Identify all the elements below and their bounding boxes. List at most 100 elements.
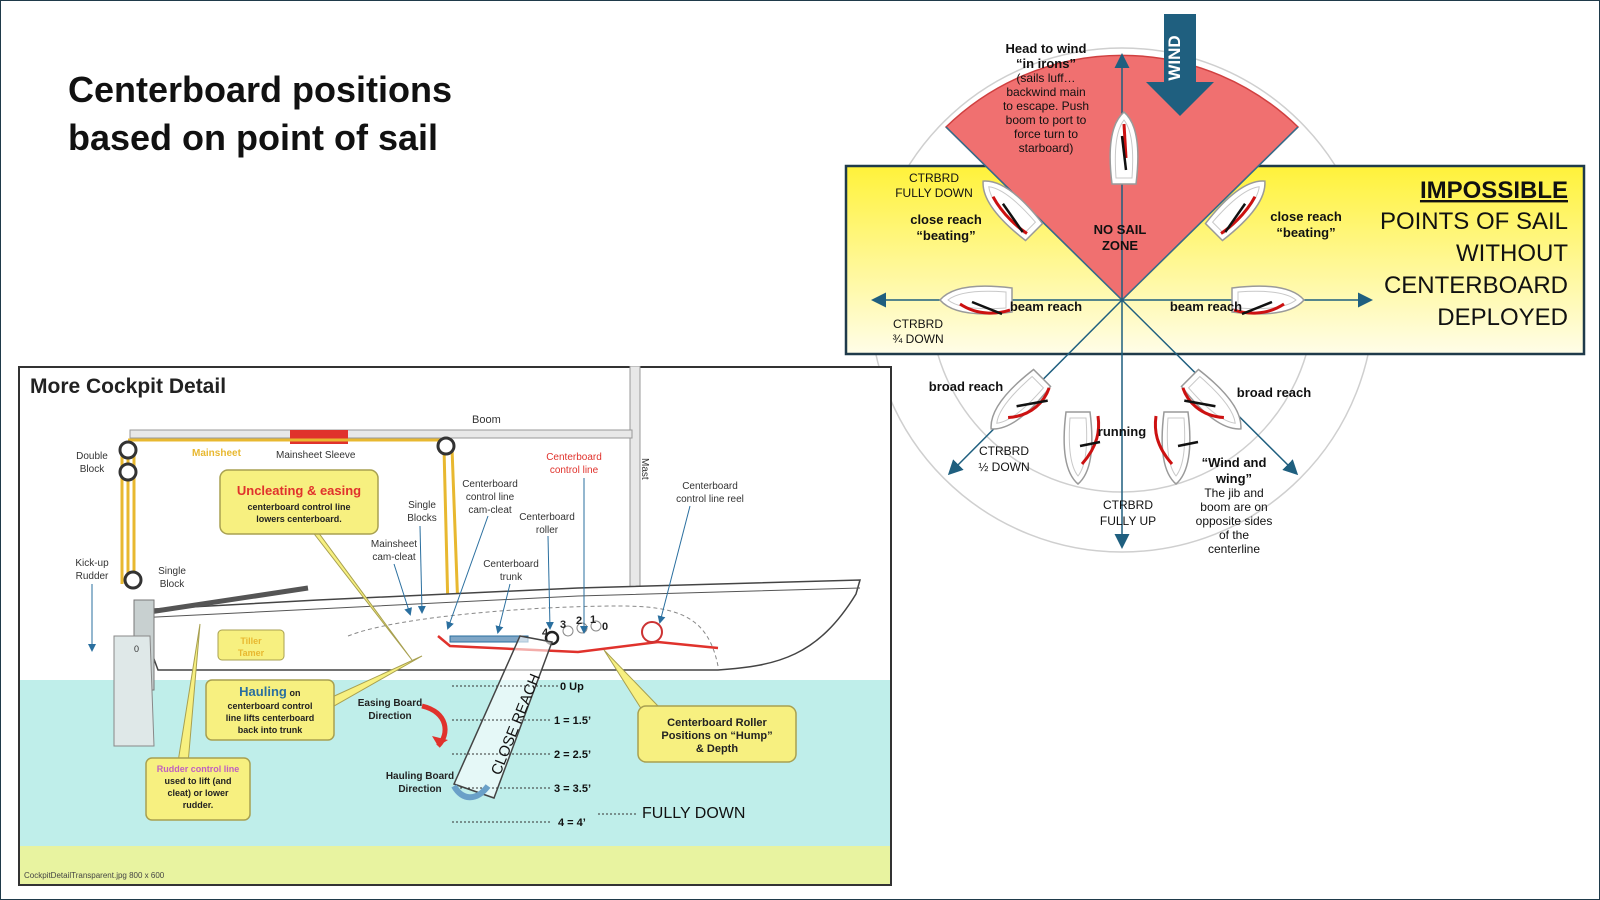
- mainsheet-sleeve-label: Mainsheet Sleeve: [276, 450, 356, 461]
- wind-and-wing-description: The jib and boom are on opposite sides o…: [1196, 486, 1273, 556]
- roller-position-2: 2: [576, 615, 582, 627]
- ctrbrd-fully-down-line: FULLY DOWN: [895, 186, 973, 200]
- tiller-tamer-box: [217, 629, 285, 661]
- head-to-wind-line: boom to port to: [1006, 113, 1087, 127]
- single-blocks-line: Single: [408, 500, 436, 511]
- wind-and-wing-line: wing”: [1215, 471, 1252, 486]
- kickup-rudder-line: Kick-up: [75, 558, 109, 569]
- hauling-desc-line: centerboard control: [227, 701, 312, 711]
- hauling-direction-arrow-icon: [451, 784, 491, 801]
- single-blocks-leader: [417, 525, 426, 614]
- centerboard-control-line: [437, 635, 719, 654]
- roller-note-line: Centerboard Roller: [667, 717, 767, 729]
- image-caption: CockpitDetailTransparent.jpg 800 x 600: [24, 871, 165, 880]
- rudder-control-desc-line: cleat) or lower: [167, 788, 229, 798]
- easing-direction-line: Easing Board: [358, 698, 422, 709]
- centerboard-trunk: [449, 635, 529, 643]
- uncleating-callout: [219, 469, 379, 535]
- wind-and-wing-desc-line: The jib and: [1204, 486, 1263, 500]
- control-line-reel-icon: [641, 621, 663, 643]
- boat-broad-reach-right-icon: [1179, 367, 1252, 440]
- no-sail-zone-line: NO SAIL: [1094, 222, 1147, 237]
- mainsheet-camcleat-line: Mainsheet: [371, 539, 417, 550]
- rudder-control-callout: [145, 757, 251, 821]
- title-line-1: Centerboard positions: [68, 69, 453, 110]
- fully-down-label: FULLY DOWN: [642, 805, 745, 822]
- cb-trunk-line: trunk: [500, 572, 523, 583]
- rudder-blade: [113, 635, 155, 747]
- wind-and-wing-desc-line: centerline: [1208, 542, 1260, 556]
- single-block-line: Block: [160, 579, 185, 590]
- cb-trunk-line: Centerboard: [483, 559, 539, 570]
- head-to-wind-line: “in irons”: [1016, 56, 1076, 71]
- cb-control-camcleat-line: cam-cleat: [468, 505, 512, 516]
- gunwale: [135, 587, 861, 619]
- head-to-wind-line: to escape. Push: [1003, 99, 1089, 113]
- ctrbrd-fully-up-line: FULLY UP: [1100, 514, 1156, 528]
- ctrbrd-fully-up-line: CTRBRD: [1103, 498, 1153, 512]
- boat-running-left-icon: [1063, 411, 1101, 485]
- kickup-rudder-line: Rudder: [76, 571, 109, 582]
- head-to-wind-line: starboard): [1019, 141, 1074, 155]
- head-to-wind-line: backwind main: [1006, 85, 1085, 99]
- impossible-heading: IMPOSSIBLE: [1420, 177, 1568, 204]
- uncleating-title: Uncleating & easing: [237, 483, 361, 498]
- rudder-control-title: Rudder control line: [157, 764, 240, 774]
- tiller-tamer-line: Tiller: [240, 636, 262, 646]
- roller-position-3: 3: [560, 619, 566, 631]
- close-reach-left-line: “beating”: [916, 228, 975, 243]
- roller-position-1: 1: [590, 614, 596, 626]
- mast-label: Mast: [639, 458, 650, 480]
- mast: [629, 366, 641, 593]
- hauling-on: on: [290, 688, 301, 698]
- impossible-line: DEPLOYED: [1437, 304, 1568, 331]
- head-to-wind-line: force turn to: [1014, 127, 1078, 141]
- hauling-direction-line: Hauling Board: [386, 771, 454, 782]
- single-block-line: Single: [158, 566, 186, 577]
- centerboard: [452, 635, 554, 799]
- hauling-desc-line: back into trunk: [238, 725, 304, 735]
- depth-1: 1 = 1.5’: [554, 715, 591, 727]
- cb-roller-leader: [545, 535, 554, 630]
- roller-position-0: 0: [602, 621, 608, 633]
- ctrbrd-half-line: CTRBRD: [979, 444, 1029, 458]
- hauling-direction-line: Direction: [398, 784, 441, 795]
- ctrbrd-three-quarter-line: CTRBRD: [893, 317, 943, 331]
- double-block-icon: [118, 462, 138, 482]
- boat-close-reach-right-icon: [1203, 170, 1276, 243]
- single-blocks-line: Blocks: [407, 513, 436, 524]
- hull: [134, 579, 862, 671]
- single-block-icon: [436, 436, 456, 456]
- cockpit-title: More Cockpit Detail: [30, 375, 226, 398]
- head-to-wind-line: (sails luff…: [1016, 71, 1075, 85]
- mainsheet-sleeve: [290, 430, 348, 444]
- cb-control-line-line: control line: [550, 465, 599, 476]
- single-block-icon: [123, 570, 143, 590]
- slide-title: Centerboard positions based on point of …: [68, 66, 452, 162]
- no-sail-zone-label: NO SAIL ZONE: [1094, 222, 1147, 253]
- cb-reel-line: control line reel: [676, 494, 744, 505]
- cockpit-outline: [347, 605, 719, 667]
- easing-direction-line: Direction: [368, 711, 411, 722]
- rudder-position-zero: 0: [134, 644, 139, 654]
- uncleating-desc-line: lowers centerboard.: [256, 514, 342, 524]
- boat-beam-reach-left-icon: [939, 285, 1013, 316]
- wind-and-wing-desc-line: boom are on: [1200, 500, 1267, 514]
- roller-positions-callout: [637, 705, 797, 763]
- cb-reel-line: Centerboard: [682, 481, 738, 492]
- tiller: [135, 585, 309, 617]
- mainsheet-label: Mainsheet: [192, 448, 242, 459]
- mainsheet-line: [120, 438, 460, 611]
- wind-arrow-icon: WIND: [1146, 14, 1214, 116]
- boat-beam-reach-right-icon: [1231, 285, 1305, 316]
- mainsheet-camcleat-leader: [393, 563, 412, 616]
- ctrbrd-half-line: ½ DOWN: [978, 460, 1029, 474]
- broad-reach-left: broad reach: [929, 379, 1003, 394]
- ctrbrd-three-quarter-line: ¾ DOWN: [892, 332, 943, 346]
- close-reach-right-line: “beating”: [1276, 225, 1335, 240]
- cb-camcleat-leader: [446, 515, 489, 630]
- roller-note-line: Positions on “Hump”: [661, 730, 772, 742]
- roller-position-4: 4: [542, 627, 549, 639]
- boat-head-to-wind-icon: [1109, 111, 1139, 185]
- boat-broad-reach-left-icon: [980, 367, 1053, 440]
